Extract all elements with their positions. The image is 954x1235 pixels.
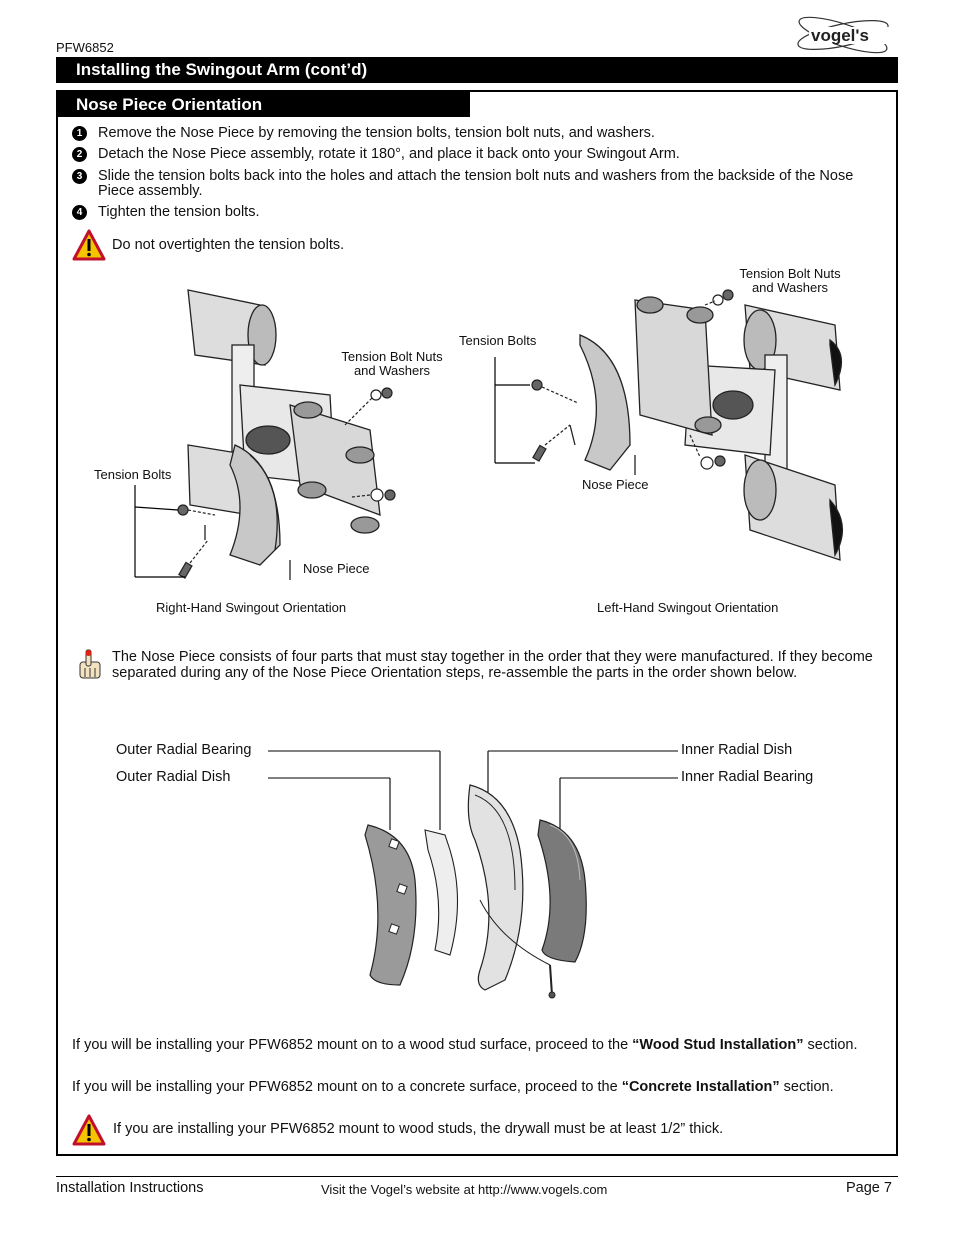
brand-text: vogel's <box>811 26 869 45</box>
label-tension-nuts-left: Tension Bolt Nuts and Washers <box>739 266 841 295</box>
step-4: 4 Tighten the tension bolts. <box>72 205 882 220</box>
wood-link-text: “Wood Stud Installation” <box>632 1037 804 1053</box>
concrete-text: If you will be installing your PFW6852 m… <box>72 1079 622 1095</box>
label-tension-bolts-right: Tension Bolts <box>94 467 172 482</box>
label-outer-radial-bearing: Outer Radial Bearing <box>116 742 252 758</box>
step-number: 2 <box>72 147 87 162</box>
label-outer-radial-dish: Outer Radial Dish <box>116 769 231 785</box>
subsection-title: Nose Piece Orientation <box>58 92 470 117</box>
wood-text-end: section. <box>803 1037 858 1053</box>
step-text: Slide the tension bolts back into the ho… <box>98 168 854 199</box>
note-hand-icon <box>76 648 104 682</box>
step-text: Remove the Nose Piece by removing the te… <box>98 125 655 141</box>
label-inner-radial-dish: Inner Radial Dish <box>681 742 793 758</box>
step-number: 4 <box>72 205 87 220</box>
vogels-logo: vogel's <box>795 16 895 54</box>
warning-icon <box>72 1114 106 1146</box>
step-number: 3 <box>72 169 87 184</box>
right-hand-swingout-figure <box>90 285 430 595</box>
label-tension-nuts-right: Tension Bolt Nuts and Washers <box>341 349 443 378</box>
caption-right-hand: Right-Hand Swingout Orientation <box>156 600 347 615</box>
page-number: Page 7 <box>846 1180 892 1196</box>
footer-left: Installation Instructions <box>56 1180 204 1196</box>
footer-website: Visit the Vogel’s website at http://www.… <box>321 1182 608 1197</box>
step-2: 2 Detach the Nose Piece assembly, rotate… <box>72 147 882 162</box>
label-tension-bolts-left: Tension Bolts <box>459 333 537 348</box>
caption-left-hand: Left-Hand Swingout Orientation <box>597 600 779 615</box>
concrete-paragraph: If you will be installing your PFW6852 m… <box>72 1079 882 1096</box>
content-box <box>56 90 898 1156</box>
note-text: The Nose Piece consists of four parts th… <box>112 649 873 681</box>
concrete-text-end: section. <box>779 1079 834 1095</box>
warning-drywall-text: If you are installing your PFW6852 mount… <box>113 1121 724 1137</box>
step-text: Tighten the tension bolts. <box>98 204 260 220</box>
nose-piece-parts-diagram <box>260 740 700 1010</box>
label-nose-piece-left: Nose Piece <box>582 477 649 492</box>
label-nose-piece-right: Nose Piece <box>303 561 370 576</box>
warning-icon <box>72 229 106 261</box>
step-text: Detach the Nose Piece assembly, rotate i… <box>98 146 680 162</box>
footer-divider <box>56 1176 898 1177</box>
wood-text: If you will be installing your PFW6852 m… <box>72 1037 633 1053</box>
step-number: 1 <box>72 126 87 141</box>
label-inner-radial-bearing: Inner Radial Bearing <box>681 769 814 785</box>
wood-stud-paragraph: If you will be installing your PFW6852 m… <box>72 1037 882 1054</box>
step-3: 3 Slide the tension bolts back into the … <box>72 169 882 199</box>
left-hand-swingout-figure <box>490 285 870 575</box>
step-1: 1 Remove the Nose Piece by removing the … <box>72 126 882 141</box>
concrete-link-text: “Concrete Installation” <box>621 1079 780 1095</box>
warning-text: Do not overtighten the tension bolts. <box>112 237 345 253</box>
section-title-bar: Installing the Swingout Arm (cont’d) <box>56 57 898 83</box>
model-number: PFW6852 <box>56 40 114 55</box>
